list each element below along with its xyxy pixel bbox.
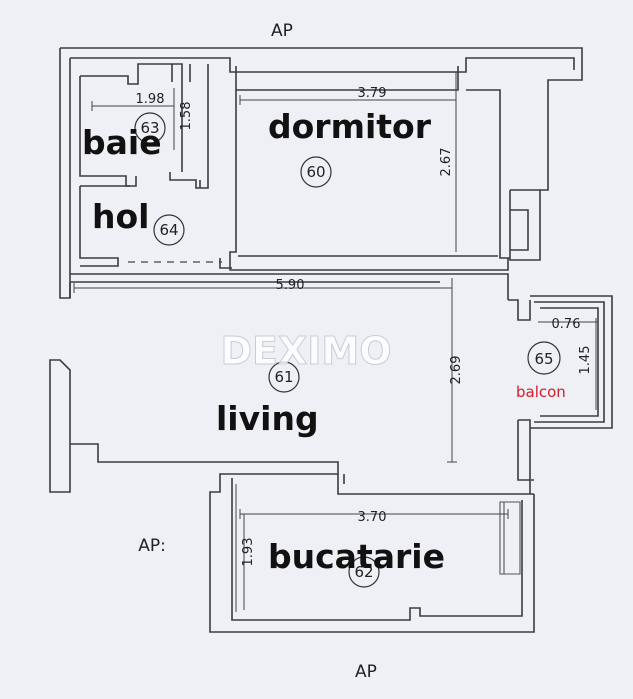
- dormitor-height-label: 2.67: [439, 148, 454, 177]
- hol-number: 64: [159, 221, 178, 239]
- balcon-number: 65: [534, 350, 553, 368]
- dormitor-room: [229, 66, 510, 271]
- baie-room: [79, 63, 209, 189]
- balcon-width-label: 0.76: [552, 317, 581, 332]
- hol-room: [79, 185, 232, 269]
- living-number: 61: [274, 368, 293, 386]
- living-number-circle: [268, 361, 300, 393]
- hol-label: hol: [92, 197, 149, 236]
- room-name-labels: baie hol dormitor living bucatarie balco…: [82, 107, 566, 576]
- baie-width-label: 1.98: [136, 92, 165, 107]
- ap-bottom-label: AP: [355, 662, 377, 682]
- ap-left-label: AP:: [138, 536, 166, 556]
- living-height-label: 2.69: [449, 356, 464, 385]
- living-label: living: [216, 399, 319, 438]
- dimension-labels: 1.98 1.58 3.79 2.67 5.90 2.69 0.76 1.45 …: [136, 86, 593, 566]
- bucatarie-width-label: 3.70: [358, 510, 387, 525]
- dormitor-width-label: 3.79: [358, 86, 387, 101]
- dormitor-number: 60: [306, 163, 325, 181]
- baie-number-circle: [134, 112, 166, 144]
- living-width-label: 5.90: [276, 278, 305, 293]
- bucatarie-room: [235, 484, 521, 612]
- hol-number-circle: [153, 214, 185, 246]
- balcon-height-label: 1.45: [578, 346, 593, 375]
- dormitor-label: dormitor: [268, 107, 432, 146]
- ap-top-label: AP: [271, 21, 293, 41]
- deximo-watermark: DEXIMO: [220, 329, 391, 373]
- neighbor-labels: AP AP AP:: [138, 21, 377, 682]
- living-room: [49, 273, 535, 633]
- bucatarie-height-label: 1.93: [241, 538, 256, 567]
- baie-label: baie: [82, 123, 162, 162]
- bucatarie-label: bucatarie: [268, 537, 445, 576]
- room-number-markers: 63 64 60 61 62 65: [134, 112, 561, 588]
- balcon-room: [530, 295, 613, 429]
- balcon-label: balcon: [516, 383, 566, 401]
- outer-walls: [59, 47, 583, 299]
- dormitor-number-circle: [300, 156, 332, 188]
- bucatarie-number: 62: [354, 563, 373, 581]
- balcon-number-circle: [527, 341, 561, 375]
- bucatarie-number-circle: [348, 556, 380, 588]
- baie-height-label: 1.58: [179, 102, 194, 131]
- baie-number: 63: [140, 119, 159, 137]
